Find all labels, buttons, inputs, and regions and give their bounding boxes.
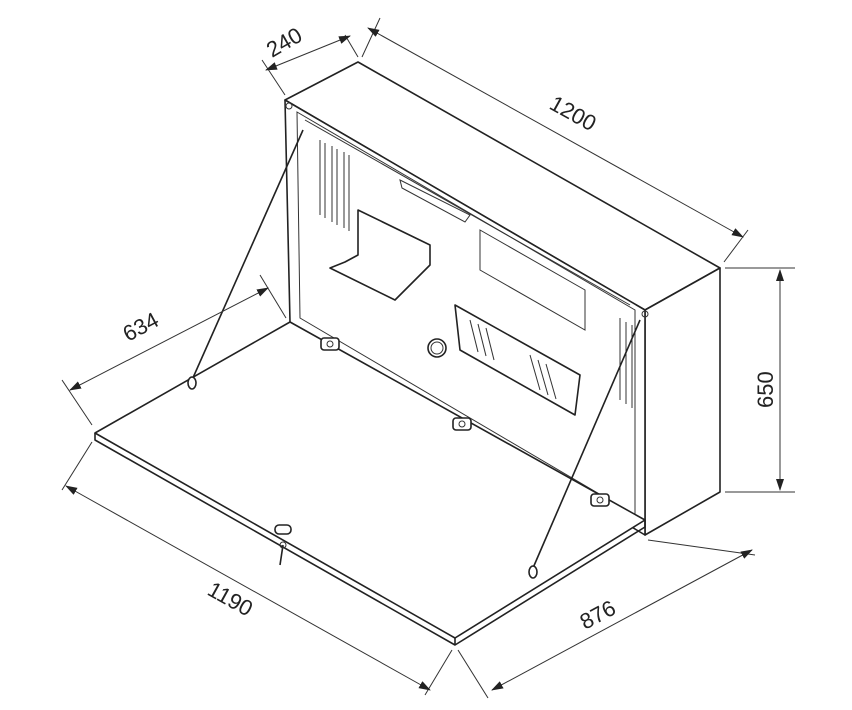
hinge-icon bbox=[320, 337, 340, 351]
interior-panel bbox=[479, 229, 586, 331]
hinge-icon bbox=[590, 493, 610, 507]
dimension-height-label: 650 bbox=[753, 371, 778, 408]
bracket-slots bbox=[469, 319, 557, 400]
hinges bbox=[320, 337, 610, 507]
cabinet-right-side bbox=[644, 267, 721, 536]
dimension-lid-depth-label: 634 bbox=[119, 307, 163, 346]
cpu-bracket bbox=[329, 209, 431, 301]
dimension-lid-width-label: 1190 bbox=[204, 577, 258, 622]
dimension-lines bbox=[61, 17, 795, 699]
lock-icon bbox=[274, 524, 292, 566]
hinge-icon bbox=[452, 417, 472, 431]
cable-grommet bbox=[427, 338, 447, 358]
keyboard-bracket bbox=[454, 304, 581, 416]
interior-vents bbox=[319, 140, 633, 408]
dimension-width-label: 1200 bbox=[546, 91, 601, 137]
dimension-open-depth-label: 876 bbox=[576, 595, 620, 634]
